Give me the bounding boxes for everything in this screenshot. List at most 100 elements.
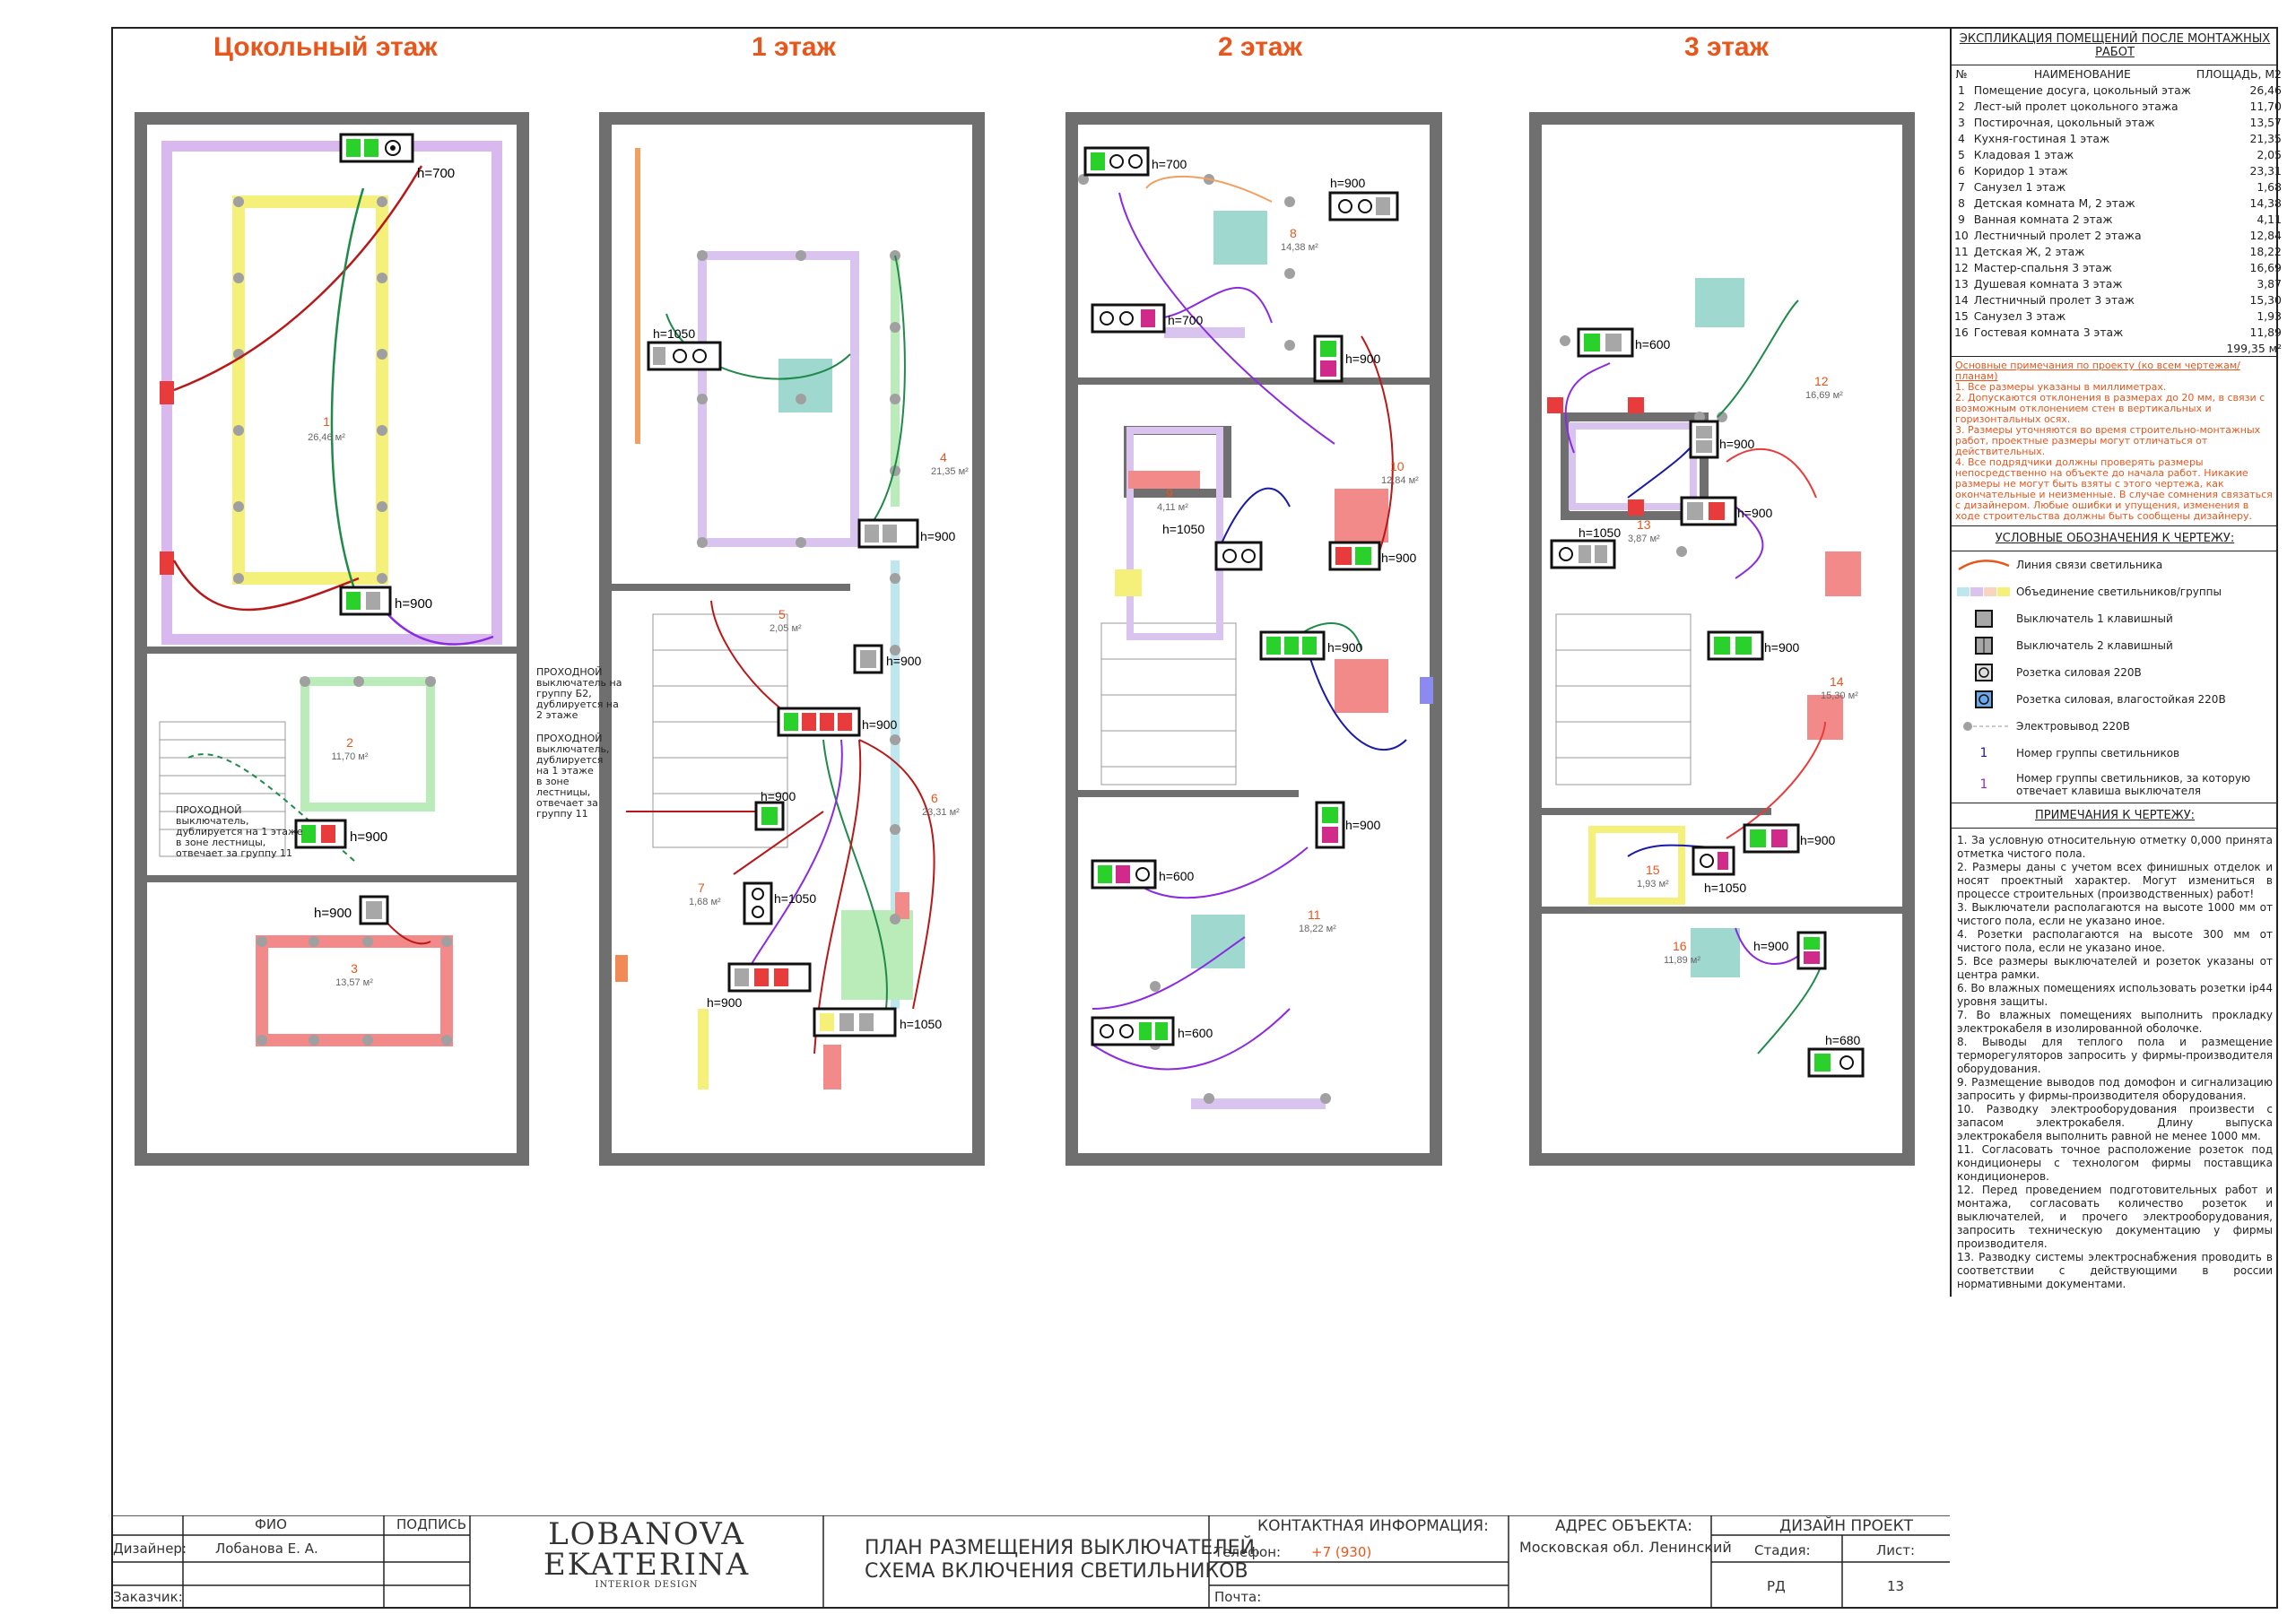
drawing-note-item: 2. Размеры даны с учетом всех финишных о…	[1957, 861, 2273, 900]
switch-block: h=680	[1807, 1033, 1865, 1078]
drawing-note-item: 5. Все размеры выключателей и розеток ук…	[1957, 955, 2273, 981]
brand-logo: LOBANOVA EKATERINA INTERIOR DESIGN	[543, 1516, 751, 1590]
contact-title: КОНТАКТНАЯ ИНФОРМАЦИЯ:	[1257, 1517, 1489, 1535]
drawing-note-item: 3. Выключатели располагаются на высоте 1…	[1957, 901, 2273, 927]
svg-text:3: 3	[351, 961, 358, 976]
main-note-item: 4. Все подрядчики должны проверять разме…	[1955, 456, 2273, 522]
svg-text:5: 5	[778, 607, 786, 621]
svg-text:13,57 м²: 13,57 м²	[335, 977, 373, 988]
svg-text:h=900: h=900	[350, 829, 387, 845]
drawing-note-item: 7. Во влажных помещениях выполнить прокл…	[1957, 1009, 2273, 1035]
legend-item: Линия связи светильника	[1952, 551, 2278, 578]
floor-title-2: 2 этаж	[1218, 32, 1302, 62]
stage-label: Стадия:	[1754, 1542, 1811, 1558]
stage-value: РД	[1767, 1578, 1786, 1594]
plan-title-1: ПЛАН РАЗМЕЩЕНИЯ ВЫКЛЮЧАТЕЛЕЙ.	[865, 1537, 1261, 1559]
svg-text:26,46 м²: 26,46 м²	[308, 432, 345, 443]
explication-total: 199,35 м²	[2226, 341, 2282, 355]
svg-text:h=700: h=700	[417, 166, 455, 181]
svg-text:16: 16	[1673, 939, 1687, 953]
svg-text:8: 8	[1290, 226, 1297, 240]
f1-passthrough-note-b: ПРОХОДНОЙ выключатель, дублируется на 1 …	[536, 733, 610, 820]
drawing-note-item: 12. Перед проведением подготовительных р…	[1957, 1184, 2273, 1250]
project-title: ДИЗАЙН ПРОЕКТ	[1779, 1517, 1914, 1535]
switch-block: h=900	[1753, 931, 1827, 970]
svg-text:14: 14	[1830, 674, 1844, 689]
switch-block: h=900	[339, 586, 432, 616]
switch-block: h=900	[314, 895, 389, 925]
svg-text:18,22 м²: 18,22 м²	[1299, 924, 1336, 934]
legend-item: Розетка силовая 220В	[1952, 659, 2278, 686]
switch-block: h=600	[1091, 1016, 1213, 1046]
main-note-item: 1. Все размеры указаны в миллиметрах.	[1955, 381, 2167, 393]
svg-text:h=900: h=900	[1737, 506, 1773, 520]
svg-text:h=900: h=900	[1800, 833, 1836, 847]
basement-passthrough-note: ПРОХОДНОЙ выключатель, дублируется на 1 …	[176, 804, 303, 859]
tb-col-fio: ФИО	[255, 1516, 287, 1532]
switch-block: h=900	[857, 518, 956, 549]
phone-label: Телефон:	[1214, 1544, 1282, 1560]
drawing-sheet	[111, 27, 2278, 1609]
svg-text:4: 4	[940, 450, 947, 464]
svg-text:h=900: h=900	[862, 717, 898, 732]
mail-label: Почта:	[1214, 1589, 1262, 1605]
f1-passthrough-note-a: ПРОХОДНОЙ выключатель на группу Б2, дубл…	[536, 666, 622, 721]
drawing-notes: 1. За условную относительную отметку 0,0…	[1952, 829, 2278, 1297]
svg-text:11,89 м²: 11,89 м²	[1664, 955, 1700, 966]
switch-block: h=900	[294, 819, 387, 849]
switch-block: h=900	[1313, 334, 1381, 383]
drawing-note-item: 11. Согласовать точное расположение розе…	[1957, 1143, 2273, 1183]
svg-text:h=900: h=900	[886, 654, 922, 668]
floor-title-basement: Цокольный этаж	[213, 32, 438, 62]
sheet-value: 13	[1887, 1578, 1905, 1594]
svg-text:10: 10	[1390, 459, 1405, 473]
svg-text:h=900: h=900	[1345, 352, 1381, 366]
svg-text:h=900: h=900	[707, 995, 743, 1010]
svg-text:h=1050: h=1050	[900, 1017, 942, 1031]
switch-block: h=900	[1328, 176, 1399, 221]
tb-designer-name: Лобанова Е. А.	[215, 1541, 318, 1557]
svg-text:16,69 м²: 16,69 м²	[1805, 390, 1843, 401]
drawing-note-item: 1. За условную относительную отметку 0,0…	[1957, 834, 2273, 860]
svg-text:h=1050: h=1050	[1704, 881, 1746, 895]
switch-block: h=1050	[1692, 846, 1746, 895]
switch-block: h=1050	[647, 326, 722, 371]
svg-text:h=700: h=700	[1152, 157, 1187, 171]
svg-text:h=600: h=600	[1635, 337, 1671, 352]
phone-value: +7 (930)	[1311, 1544, 1372, 1560]
drawing-notes-title: ПРИМЕЧАНИЯ К ЧЕРТЕЖУ:	[1952, 803, 2278, 829]
main-note-item: 2. Допускаются отклонения в размерах до …	[1955, 392, 2266, 425]
explication-title: ЭКСПЛИКАЦИЯ ПОМЕЩЕНИЙ ПОСЛЕ МОНТАЖНЫХ РА…	[1952, 27, 2278, 65]
switch-block: h=700	[339, 133, 455, 181]
svg-text:12: 12	[1814, 374, 1829, 388]
drawing-note-item: 9. Размещение выводов под домофон и сигн…	[1957, 1076, 2273, 1102]
floor-plan-1: h=1050 h=900 h=900 h=900 h=900 h=900 h=1…	[599, 112, 985, 1166]
svg-text:h=900: h=900	[920, 529, 956, 543]
svg-text:11,70 м²: 11,70 м²	[332, 751, 369, 762]
switch-block: h=900	[1743, 823, 1836, 854]
legend-title: УСЛОВНЫЕ ОБОЗНАЧЕНИЯ К ЧЕРТЕЖУ:	[1952, 525, 2278, 551]
drawing-note-item: 6. Во влажных помещениях использовать ро…	[1957, 982, 2273, 1008]
svg-text:h=900: h=900	[1764, 640, 1800, 655]
address-value: Московская обл. Ленинский	[1519, 1539, 1732, 1556]
svg-text:14,38 м²: 14,38 м²	[1281, 242, 1318, 253]
main-note-item: 3. Размеры уточняются во время строитель…	[1955, 424, 2261, 457]
svg-text:3,87 м²: 3,87 м²	[1628, 534, 1660, 544]
svg-text:13: 13	[1637, 517, 1651, 532]
floor-title-3: 3 этаж	[1684, 32, 1769, 62]
switch-block: h=900	[1259, 630, 1363, 661]
switch-block: h=700	[1091, 303, 1204, 334]
tb-customer-label: Заказчик:	[113, 1589, 183, 1605]
legend-item: Розетка силовая, влагостойкая 220В	[1952, 686, 2278, 713]
